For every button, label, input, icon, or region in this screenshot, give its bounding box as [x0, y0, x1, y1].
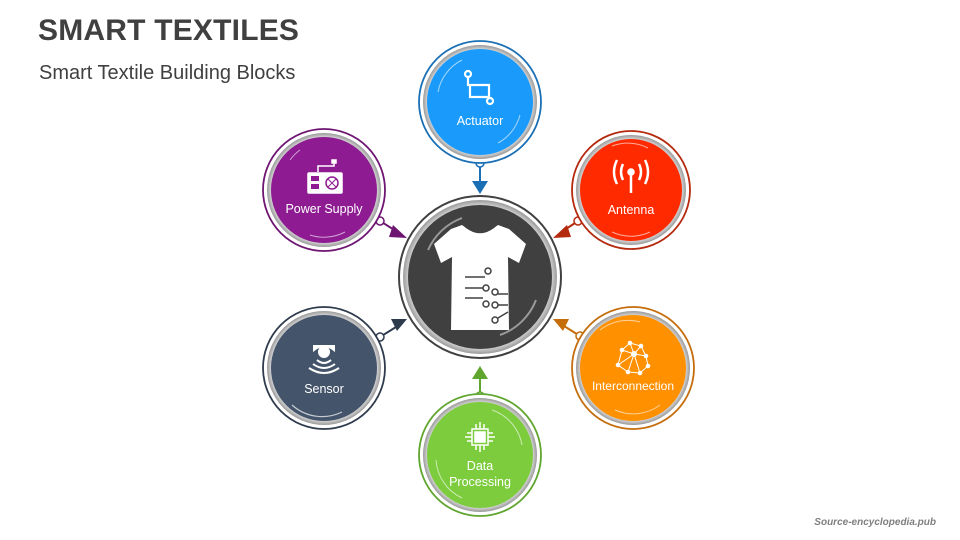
label-actuator: Actuator: [456, 114, 504, 128]
antenna-icon: [612, 159, 650, 193]
block-interconnection: [571, 306, 695, 430]
page-title: SMART TEXTILES: [38, 14, 300, 47]
processor-chip-icon: [465, 422, 495, 452]
smart-shirt-circuit-icon: [434, 225, 526, 330]
power-supply-icon: [307, 159, 343, 194]
block-sensor: [262, 306, 386, 430]
label-sensor: Sensor: [304, 382, 344, 396]
label-power-supply: Power Supply: [285, 202, 363, 216]
connector-power-supply: [375, 216, 407, 238]
label-data-processing-line1: Data: [466, 459, 494, 473]
block-power-supply: [262, 128, 386, 252]
label-antenna: Antenna: [607, 203, 655, 217]
connector-antenna: [553, 216, 583, 238]
connector-sensor: [375, 319, 407, 342]
label-data-processing: Data Processing: [425, 458, 535, 490]
connector-interconnection: [553, 319, 585, 341]
block-data-processing: [418, 393, 542, 517]
label-interconnection: Interconnection: [591, 379, 675, 393]
label-data-processing-line2: Processing: [449, 475, 511, 489]
page-subtitle: Smart Textile Building Blocks: [39, 62, 296, 84]
center-hub: [398, 195, 562, 359]
network-mesh-icon: [615, 340, 651, 376]
source-credit: Source-encyclopedia.pub: [814, 517, 936, 528]
connector-actuator: [472, 158, 488, 194]
block-actuator: [418, 40, 542, 164]
sensor-icon: [308, 345, 340, 374]
block-antenna: [571, 130, 691, 250]
actuator-icon: [463, 69, 495, 106]
